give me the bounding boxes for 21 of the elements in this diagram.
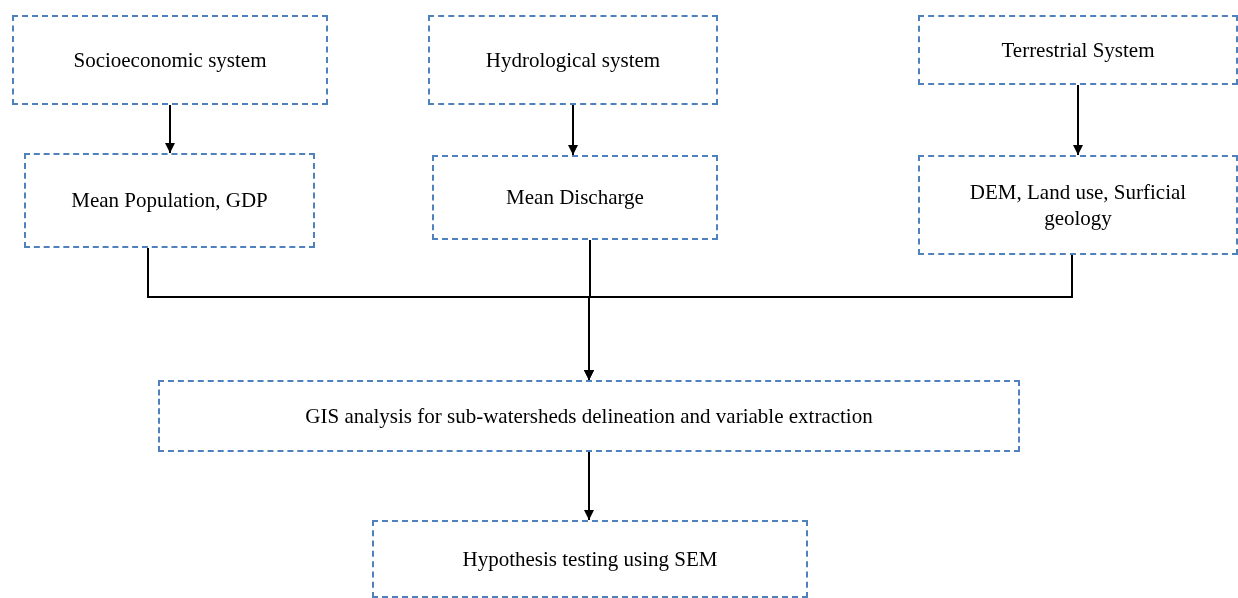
box-label: Mean Population, GDP — [71, 187, 268, 214]
box-label: Socioeconomic system — [73, 46, 267, 74]
box-label: Hydrological system — [485, 46, 661, 74]
box-label: Hypothesis testing using SEM — [462, 545, 718, 573]
arrow — [584, 254, 1073, 381]
process-box — [918, 155, 1238, 255]
process-box — [24, 153, 315, 248]
process-box — [918, 15, 1238, 85]
process-box — [428, 15, 718, 105]
arrow — [1073, 84, 1083, 156]
process-box — [158, 380, 1020, 452]
arrow — [165, 104, 175, 154]
arrow — [568, 104, 578, 156]
process-box — [12, 15, 328, 105]
box-label: GIS analysis for sub-watersheds delineation and variable extraction — [305, 402, 873, 430]
process-box — [372, 520, 808, 598]
box-label: DEM, Land use, Surficial geology — [968, 178, 1188, 232]
box-label: Terrestrial System — [1001, 36, 1155, 64]
arrow — [584, 451, 594, 521]
process-box — [432, 155, 718, 240]
box-label: Mean Discharge — [506, 184, 644, 211]
